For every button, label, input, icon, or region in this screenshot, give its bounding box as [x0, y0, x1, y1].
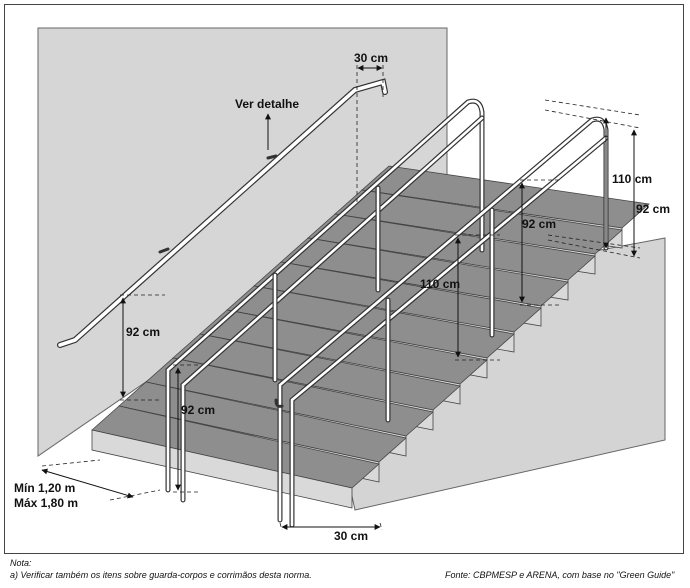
note-title: Nota: [10, 558, 32, 568]
label-right-92cm: 92 cm [522, 217, 556, 231]
label-bottom-30cm: 30 cm [334, 529, 368, 543]
label-width-min: Mín 1,20 m [14, 481, 75, 495]
label-wall-92cm: 92 cm [126, 325, 160, 339]
label-outer-92cm: 92 cm [636, 202, 670, 216]
label-width-max: Máx 1,80 m [14, 496, 78, 510]
label-ver-detalhe: Ver detalhe [235, 97, 299, 111]
left-guardrail [165, 98, 485, 503]
step-riser [91, 429, 353, 509]
label-left-92cm: 92 cm [181, 403, 215, 417]
figure-frame [4, 4, 684, 554]
dimension-guides [41, 65, 641, 531]
note-line-a: a) Verificar também os itens sobre guard… [10, 570, 312, 580]
wall-handrail [57, 78, 388, 348]
dimension-arrows [41, 65, 637, 530]
stair-steps [91, 165, 650, 509]
label-center-110cm: 110 cm [420, 277, 460, 291]
label-outer-110cm: 110 cm [612, 172, 652, 186]
source-credit: Fonte: CBPMESP e ARENA, com base no "Gre… [445, 570, 675, 580]
label-top-30cm: 30 cm [354, 51, 388, 65]
